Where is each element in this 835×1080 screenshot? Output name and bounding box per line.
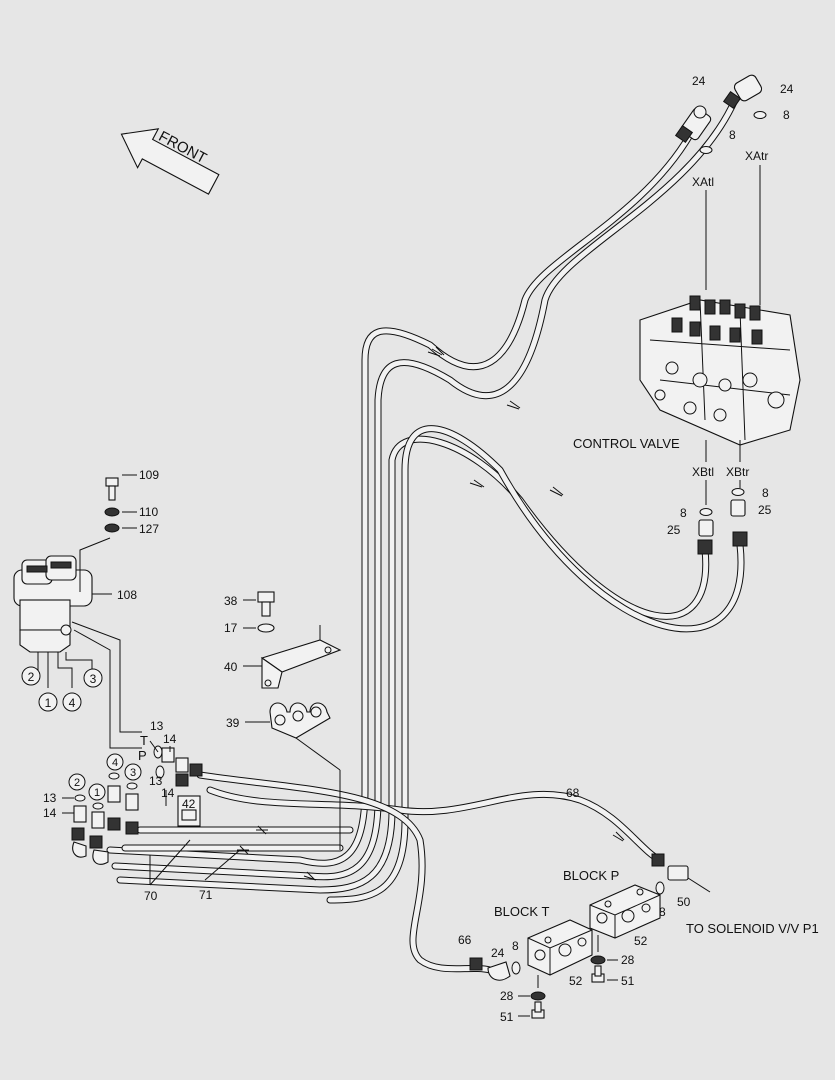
label-control-valve: CONTROL VALVE	[573, 436, 680, 451]
oring-xatr	[753, 111, 767, 119]
block-t	[527, 919, 593, 976]
label-71: 71	[199, 888, 213, 902]
label-xbtr: XBtr	[726, 465, 749, 479]
label-8-xbtl: 8	[680, 506, 687, 520]
label-38: 38	[224, 594, 238, 608]
bracket-40	[260, 639, 342, 689]
washer-127	[104, 523, 120, 533]
svg-text:4: 4	[69, 696, 76, 710]
label-8-xbtr: 8	[762, 486, 769, 500]
label-8-xatl: 8	[729, 128, 736, 142]
label-13-top: 13	[150, 719, 164, 733]
washer-28-t	[530, 991, 546, 1001]
label-xatr: XAtr	[745, 149, 768, 163]
label-108: 108	[117, 588, 137, 602]
elbow-24-block-t	[469, 957, 511, 981]
circled-number-3-top: 3	[83, 668, 103, 688]
label-50: 50	[677, 895, 691, 909]
label-8-block-t: 8	[512, 939, 519, 953]
label-28-p: 28	[621, 953, 635, 967]
label-block-p: BLOCK P	[563, 868, 619, 883]
label-68: 68	[566, 786, 580, 800]
circled-number-1-bottom: 1	[88, 783, 106, 801]
bolt-38	[257, 591, 275, 617]
label-24-block-t: 24	[491, 946, 505, 960]
circled-number-2-top: 2	[21, 666, 41, 686]
label-66: 66	[458, 933, 472, 947]
circled-number-4-bottom: 4	[106, 753, 124, 771]
washer-17	[257, 623, 275, 633]
bolt-109	[105, 477, 119, 501]
oring-block-t	[511, 961, 521, 975]
label-xbtl: XBtl	[692, 465, 714, 479]
label-p: P	[138, 748, 147, 763]
label-24-left: 24	[692, 74, 706, 88]
label-t: T	[140, 733, 148, 748]
bolt-51-p	[591, 965, 605, 983]
label-14-left: 14	[43, 806, 57, 820]
svg-text:3: 3	[130, 767, 136, 779]
label-13-left: 13	[43, 791, 57, 805]
label-28-t: 28	[500, 989, 514, 1003]
label-39: 39	[226, 716, 240, 730]
fitting-42	[177, 795, 201, 827]
svg-text:2: 2	[74, 777, 80, 789]
label-to-solenoid: TO SOLENOID V/V P1	[686, 921, 819, 936]
label-127: 127	[139, 522, 159, 536]
block-p	[589, 884, 661, 939]
fittings-left-column	[71, 772, 139, 865]
oring-block-p	[655, 881, 665, 895]
svg-text:4: 4	[112, 757, 118, 769]
pilot-valve	[13, 555, 93, 653]
label-70: 70	[144, 889, 158, 903]
front-arrow	[120, 128, 220, 195]
label-14-top: 14	[163, 732, 177, 746]
svg-text:3: 3	[90, 672, 97, 686]
top-elbow-left	[674, 105, 712, 144]
label-109: 109	[139, 468, 159, 482]
top-elbow-right	[722, 74, 763, 110]
label-block-t: BLOCK T	[494, 904, 549, 919]
connector-xbtl	[698, 519, 714, 537]
label-8-xatr: 8	[783, 108, 790, 122]
label-24-right: 24	[780, 82, 794, 96]
circled-number-2-bottom: 2	[68, 773, 86, 791]
control-valve	[639, 295, 801, 446]
circled-number-1-top: 1	[38, 692, 58, 712]
label-13-mid: 13	[149, 774, 163, 788]
connector-xbtr	[730, 499, 746, 517]
label-52-t: 52	[569, 974, 583, 988]
label-51-p: 51	[621, 974, 635, 988]
circled-number-4-top: 4	[62, 692, 82, 712]
label-40: 40	[224, 660, 238, 674]
washer-110	[104, 507, 120, 517]
label-8-block-p: 8	[659, 905, 666, 919]
hose-group	[106, 96, 745, 974]
clamp-39	[269, 702, 331, 739]
label-110: 110	[139, 505, 158, 519]
svg-text:2: 2	[28, 670, 35, 684]
fitting-50	[651, 853, 689, 881]
label-25-xbtr: 25	[758, 503, 772, 517]
label-xatl: XAtl	[692, 175, 714, 189]
label-51-t: 51	[500, 1010, 514, 1024]
svg-text:1: 1	[94, 787, 100, 799]
label-14-mid: 14	[161, 786, 175, 800]
oring-xatl	[699, 146, 713, 154]
label-25-xbtl: 25	[667, 523, 681, 537]
bolt-51-t	[531, 1001, 545, 1019]
oring-xbtr	[731, 488, 745, 496]
label-17: 17	[224, 621, 238, 635]
svg-text:1: 1	[45, 696, 52, 710]
oring-xbtl	[699, 508, 713, 516]
washer-28-p	[590, 955, 606, 965]
label-52-p: 52	[634, 934, 648, 948]
circled-number-3-bottom: 3	[124, 763, 142, 781]
part-labels: 24 24 8 8 XAtr XAtl CONTROL VALVE XBtl X…	[43, 74, 819, 1024]
label-42: 42	[182, 797, 196, 811]
